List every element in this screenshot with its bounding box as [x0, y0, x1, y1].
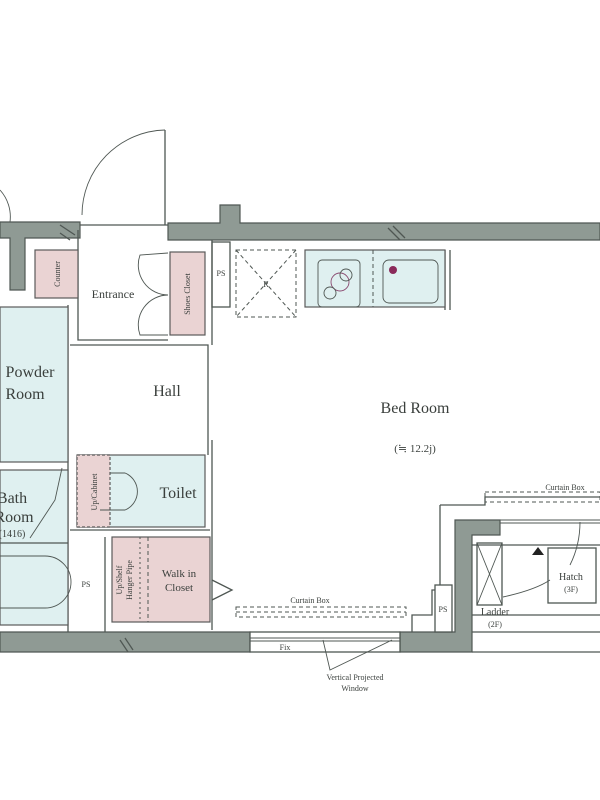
ps-top-label: PS	[217, 269, 226, 278]
bath-room: Bath Room (1416)	[0, 467, 72, 626]
shoes-closet-doors[interactable]	[137, 252, 169, 336]
ps-top	[211, 241, 231, 308]
counter: Counter	[34, 249, 79, 299]
shoes-closet-label: Shoes Closet	[183, 272, 192, 314]
powder-room: Powder Room	[0, 306, 69, 463]
toilet-label: Toilet	[159, 485, 197, 502]
curtain-box-left: Curtain Box	[235, 596, 407, 618]
powder-room-label-2: Room	[5, 386, 45, 403]
sink-icon	[382, 259, 439, 304]
bed-room-area: (≒ 12.2j)	[394, 443, 436, 455]
toilet-icon	[100, 472, 138, 511]
ps-right	[434, 584, 453, 633]
counter-label: Counter	[53, 261, 62, 287]
hanger-label-2: Hanger Pipe	[125, 560, 134, 600]
walk-in-closet-label-2: Closet	[165, 582, 193, 594]
hall-label: Hall	[153, 383, 181, 400]
toilet-room: Up/Cabinet Toilet	[76, 454, 206, 528]
entrance-door[interactable]	[0, 129, 168, 226]
up-arrow-icon	[532, 547, 544, 555]
stove-icon	[317, 259, 361, 308]
walk-in-closet-label-1: Walk in	[162, 568, 197, 580]
vertical-projected-window[interactable]: Fix Vertical Projected Window	[249, 519, 600, 693]
bath-room-label-3: (1416)	[0, 529, 25, 540]
bed-room-label: Bed Room	[381, 400, 450, 417]
hanger-label-1: Up/Shelf	[115, 565, 124, 594]
bathtub-icon	[0, 555, 72, 609]
bath-room-label-1: Bath	[0, 490, 27, 507]
window-label-1: Vertical Projected	[326, 673, 383, 682]
kitchen-counter	[304, 249, 446, 308]
faucet-icon	[389, 266, 397, 274]
ladder-label: Ladder	[481, 607, 510, 618]
bath-room-label-2: Room	[0, 509, 34, 526]
shoes-closet[interactable]: Shoes Closet	[169, 251, 206, 336]
hatch[interactable]: Hatch (3F)	[502, 521, 597, 604]
curtain-box-right-label: Curtain Box	[545, 483, 584, 492]
ps-left-label: PS	[82, 580, 91, 589]
curtain-box-right: Curtain Box	[484, 483, 600, 503]
refrigerator-space: R	[235, 249, 297, 318]
window-label-2: Window	[341, 684, 368, 693]
hatch-label: Hatch	[559, 572, 583, 583]
ps-right-label: PS	[439, 605, 448, 614]
entrance-label: Entrance	[92, 287, 135, 301]
fix-label: Fix	[280, 643, 291, 652]
hatch-floor-label: (3F)	[564, 585, 578, 594]
toilet-cabinet-label: Up/Cabinet	[90, 473, 99, 511]
curtain-box-left-label: Curtain Box	[290, 596, 329, 605]
walk-in-closet[interactable]: Up/Shelf Hanger Pipe Walk in Closet	[111, 536, 211, 623]
ladder[interactable]: Ladder (2F)	[476, 542, 510, 629]
walls	[0, 204, 600, 653]
refrigerator-label: R	[263, 280, 269, 289]
powder-room-label-1: Powder	[6, 364, 56, 381]
ladder-floor-label: (2F)	[488, 620, 502, 629]
